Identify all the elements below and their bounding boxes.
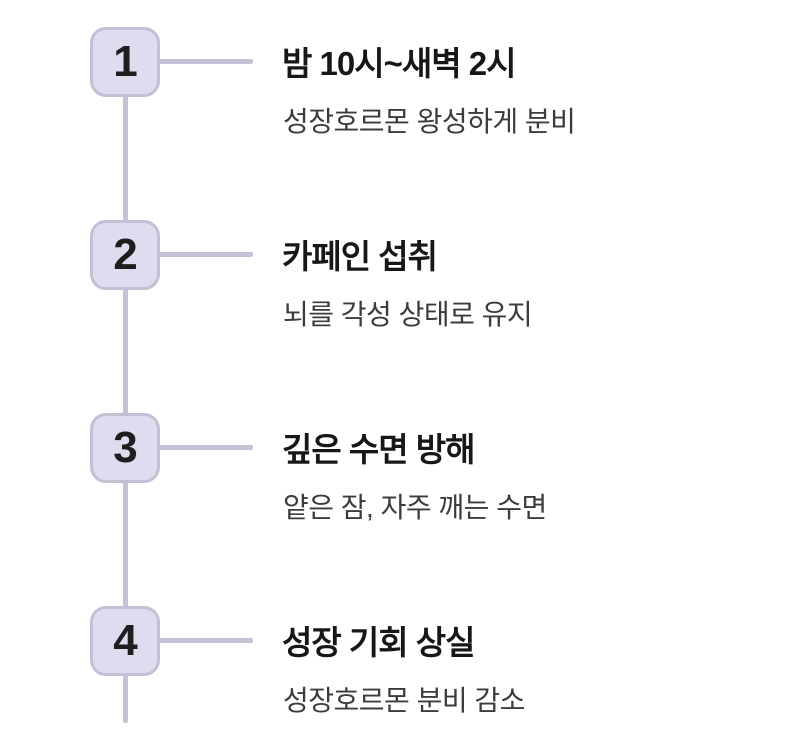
step-3-subtitle: 얕은 잠, 자주 깨는 수면	[283, 492, 547, 523]
step-3-title: 깊은 수면 방해	[282, 431, 475, 468]
step-3-horizontal-connector-line	[130, 445, 253, 450]
step-2-title: 카페인 섭취	[282, 238, 438, 275]
step-1-horizontal-connector-line	[130, 59, 253, 64]
step-4-title: 성장 기회 상실	[282, 624, 475, 661]
step-3-number-badge: 3	[90, 413, 160, 483]
step-2-number-badge: 2	[90, 220, 160, 290]
step-2-subtitle: 뇌를 각성 상태로 유지	[283, 299, 533, 330]
step-2-horizontal-connector-line	[130, 252, 253, 257]
step-1-subtitle: 성장호르몬 왕성하게 분비	[283, 106, 576, 137]
step-4-horizontal-connector-line	[130, 638, 253, 643]
step-4-number: 4	[113, 616, 138, 665]
timeline-vertical-connector-line	[123, 62, 128, 723]
step-4-subtitle: 성장호르몬 분비 감소	[283, 685, 525, 716]
step-1-title: 밤 10시~새벽 2시	[282, 45, 516, 82]
step-1-number: 1	[113, 37, 138, 86]
step-1-number-badge: 1	[90, 27, 160, 97]
step-3-number: 3	[113, 423, 138, 472]
step-2-number: 2	[113, 230, 138, 279]
step-4-number-badge: 4	[90, 606, 160, 676]
